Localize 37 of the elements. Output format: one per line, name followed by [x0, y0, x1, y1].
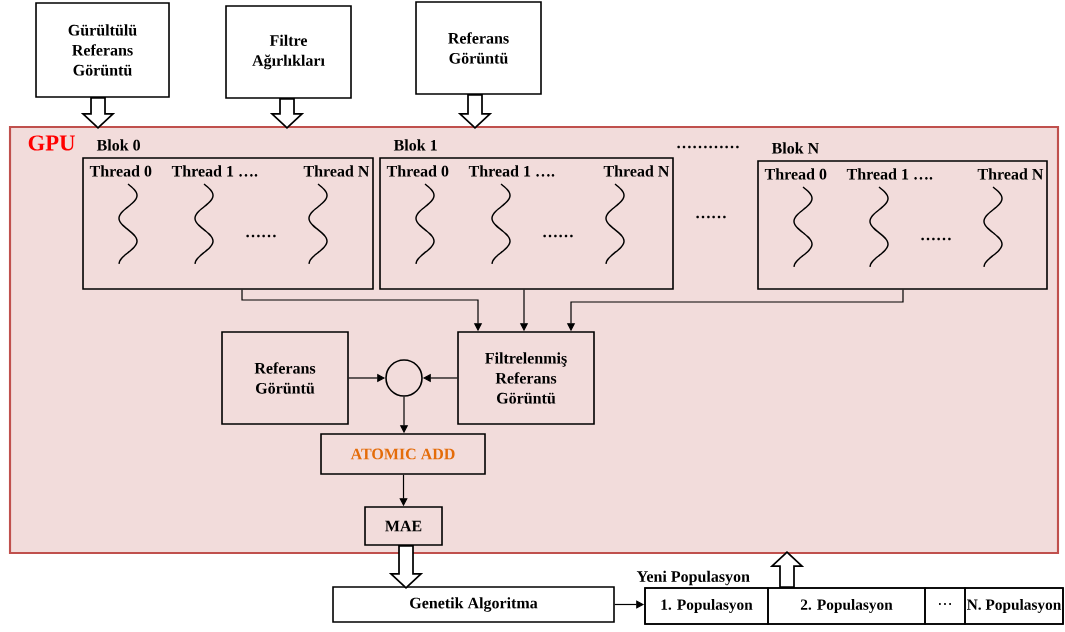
thread-label: Thread N	[303, 165, 370, 177]
ellipsis: ……	[921, 237, 951, 241]
block-arrow	[269, 97, 305, 129]
population-cell: N. Populasyon	[964, 587, 1064, 625]
process-box: Genetik Algoritma	[332, 586, 615, 623]
block-label: Blok 0	[96, 139, 140, 151]
process-box: Filtrelenmiş Referans Görüntü	[457, 331, 595, 425]
block-arrow	[388, 544, 424, 589]
thread-label: Thread 1 ….	[468, 165, 555, 177]
comparison-circle	[385, 359, 423, 397]
thread-label: Thread 0	[89, 165, 152, 177]
thread-label: Thread 1 ….	[846, 168, 933, 180]
input-box: Filtre Ağırlıkları	[225, 5, 352, 99]
thread-label: Thread N	[603, 165, 670, 177]
process-box: MAE	[364, 506, 443, 546]
ellipsis: ……	[543, 234, 573, 238]
ellipsis: ……	[696, 215, 726, 219]
thread-label: Thread 0	[386, 165, 449, 177]
population-cell: ⋯	[924, 587, 966, 625]
block-arrow	[80, 96, 116, 129]
thread-label: Thread 0	[764, 168, 827, 180]
process-box: ATOMIC ADD	[320, 433, 486, 475]
thread-label: Thread 1 ….	[171, 165, 258, 177]
ellipsis: …………	[677, 145, 739, 149]
ellipsis: ……	[246, 234, 276, 238]
block-label: Blok N	[771, 142, 819, 154]
block-label: Blok 1	[393, 139, 437, 151]
block-arrow	[457, 93, 493, 129]
block-arrow	[769, 551, 805, 589]
input-box: Referans Görüntü	[415, 1, 542, 95]
input-box: Gürültülü Referans Görüntü	[35, 2, 170, 98]
gpu-label: GPU	[28, 135, 75, 151]
thread-label: Thread N	[977, 168, 1044, 180]
population-cell: 1. Populasyon	[644, 587, 769, 625]
input-box: Referans Görüntü	[221, 331, 349, 425]
bar-title: Yeni Populasyon	[636, 570, 750, 586]
population-cell: 2. Populasyon	[767, 587, 926, 625]
